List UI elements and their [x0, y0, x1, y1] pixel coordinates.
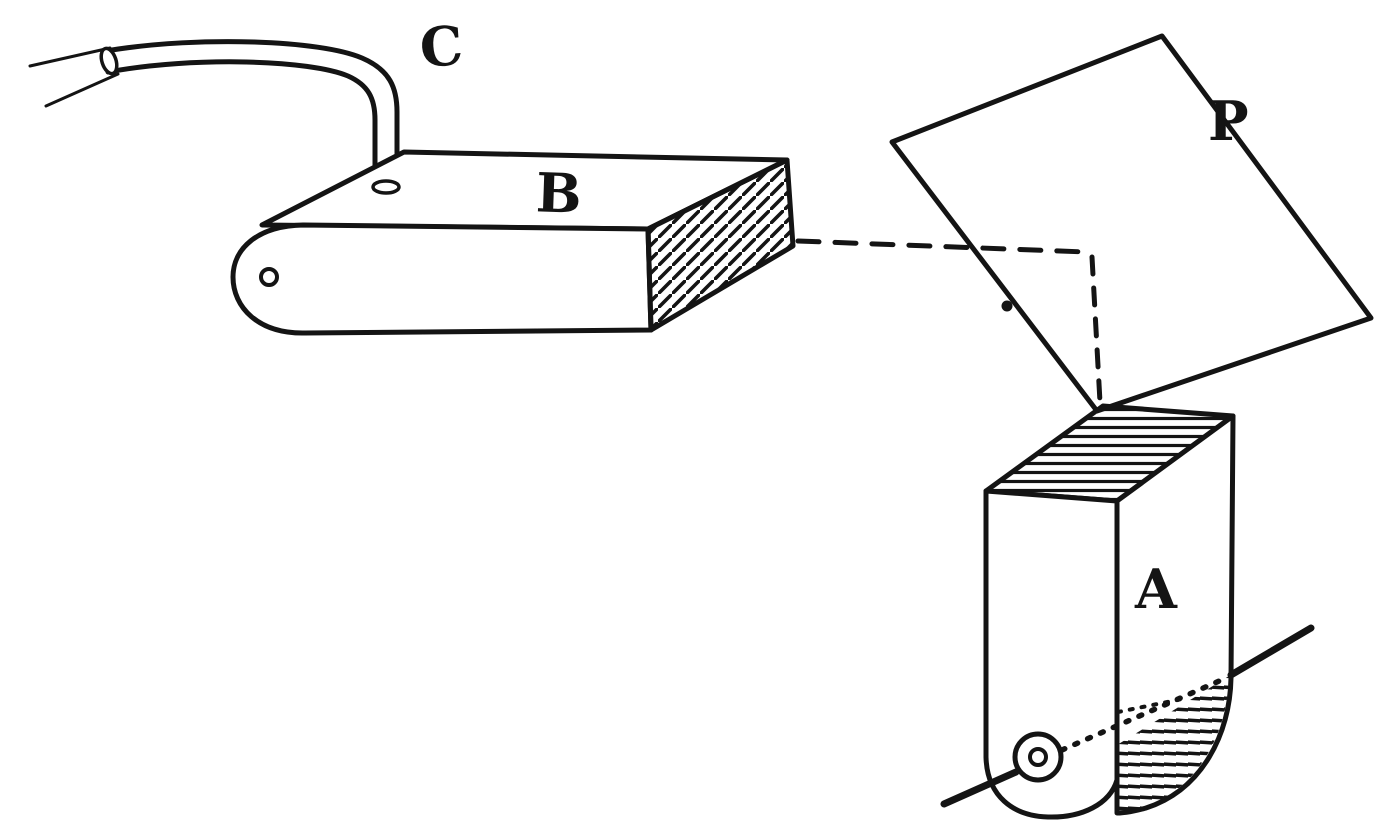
plate-p [889, 33, 1374, 414]
block-b-end-face-hatched [645, 157, 796, 333]
labels: C B P A [418, 13, 1249, 621]
plate-p-mark-dot [1001, 300, 1013, 312]
label-block-a: A [1134, 557, 1178, 621]
label-plate-p: P [1208, 89, 1249, 153]
sightline-vertical-dashed [1089, 254, 1103, 405]
block-b [230, 149, 796, 336]
block-a [940, 403, 1315, 820]
block-a-pivot-inner-circle [1028, 747, 1048, 767]
label-block-b: B [535, 160, 583, 226]
block-a-bottom-hatched-band [1117, 676, 1229, 812]
axle-rod-right-segment [1227, 624, 1315, 679]
axle-rod-hidden-dotted-2 [1116, 697, 1184, 714]
label-tube-c: C [418, 13, 465, 80]
block-b-pivot-hole [259, 267, 279, 287]
axle-rod-hidden-dotted [1059, 675, 1229, 753]
axle-rod-left-segment [940, 768, 1020, 808]
tube-open-end-cap [99, 46, 119, 76]
tube-inner-wall [105, 59, 378, 191]
block-b-front-face [230, 222, 654, 336]
tube-outer-wall [109, 39, 400, 189]
plate-p-outline [889, 33, 1374, 414]
tube-break-mark-lower [44, 72, 120, 108]
tube-c [28, 39, 401, 195]
sightlines [795, 238, 1103, 405]
sightline-horizontal-dashed [795, 238, 1089, 255]
tube-socket-on-b [371, 179, 401, 195]
tube-break-mark-upper [28, 46, 112, 68]
